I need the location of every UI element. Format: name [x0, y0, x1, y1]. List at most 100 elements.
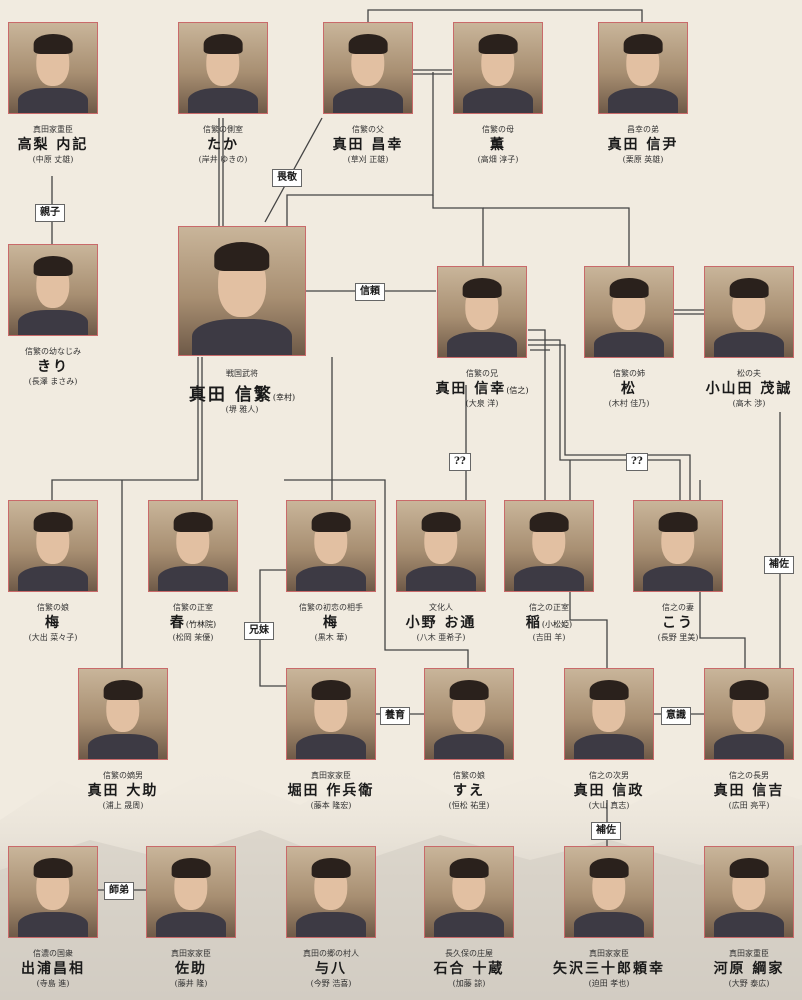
character-name-text: 春 [169, 615, 186, 631]
actor-name: (大出 菜々子) [28, 633, 78, 642]
character-alias: (竹林院) [185, 620, 217, 629]
portrait-icon [453, 22, 543, 114]
character-card-ina: 信之の正室稲(小松姫)(吉田 羊) [504, 500, 594, 654]
character-role: 信繁の兄 [466, 369, 498, 378]
actor-name: (高畑 淳子) [477, 155, 519, 164]
portrait-icon [323, 22, 413, 114]
character-role: 信之の次男 [589, 771, 629, 780]
character-card-nobutada: 昌幸の弟真田 信尹(栗原 英雄) [598, 22, 688, 176]
portrait-icon [8, 846, 98, 938]
relation-label: ?? [626, 453, 648, 471]
character-card-takanashi: 真田家重臣高梨 内記(中原 丈雄) [8, 22, 98, 176]
character-name: 佐助 [126, 958, 256, 978]
relation-label: 親子 [35, 204, 65, 222]
character-name: 春(竹林院) [128, 612, 258, 632]
character-name-text: 矢沢三十郎頼幸 [553, 961, 665, 977]
character-name-text: 真田 大助 [87, 783, 159, 799]
character-card-ume1: 信繁の娘梅(大出 菜々子) [8, 500, 98, 654]
character-role: 信繁の正室 [173, 603, 213, 612]
actor-name: (吉田 羊) [532, 633, 566, 642]
character-name-text: こう [662, 615, 694, 631]
character-name-text: 石合 十蔵 [433, 961, 505, 977]
portrait-icon [424, 846, 514, 938]
actor-name: (堺 雅人) [225, 405, 259, 414]
actor-name: (岸井 ゆきの) [198, 155, 248, 164]
portrait-icon [704, 668, 794, 760]
character-name-text: 梅 [323, 615, 339, 631]
relation-label: 補佐 [764, 556, 794, 574]
portrait-icon [8, 22, 98, 114]
portrait-icon [564, 668, 654, 760]
character-card-taka: 信繁の側室たか (岸井 ゆきの) [178, 22, 268, 176]
character-name: たか [158, 134, 288, 154]
portrait-icon [633, 500, 723, 592]
character-name-text: たか [207, 137, 239, 153]
character-role: 信繁の側室 [203, 125, 243, 134]
character-role: 真田家重臣 [729, 949, 769, 958]
portrait-icon [424, 668, 514, 760]
character-role: 真田家重臣 [33, 125, 73, 134]
actor-name: (浦上 晟周) [102, 801, 144, 810]
character-role: 信繁の母 [482, 125, 514, 134]
character-card-ishiai: 長久保の庄屋石合 十蔵 (加藤 諒) [424, 846, 514, 1000]
character-name: 真田 信政 [544, 780, 674, 800]
actor-name: (今野 浩喜) [310, 979, 352, 988]
actor-name: (長野 里美) [657, 633, 699, 642]
relation-label: 畏敬 [272, 169, 302, 187]
character-card-sasuke: 真田家家臣佐助(藤井 隆) [146, 846, 236, 1000]
actor-name: (高木 渉) [732, 399, 766, 408]
character-name: 真田 大助 [58, 780, 188, 800]
character-name-text: きり [37, 359, 69, 375]
character-name-text: 真田 昌幸 [332, 137, 404, 153]
character-card-masayuki: 信繁の父真田 昌幸(草刈 正雄) [323, 22, 413, 176]
character-role: 信繁の娘 [453, 771, 485, 780]
character-role: 真田家家臣 [171, 949, 211, 958]
character-card-kaoru: 信繁の母薫(高畑 淳子) [453, 22, 543, 176]
character-name: 河原 綱家 [684, 958, 802, 978]
actor-name: (迫田 孝也) [588, 979, 630, 988]
character-name-text: すえ [453, 783, 485, 799]
relation-label: 養育 [380, 707, 410, 725]
character-name: 松 [564, 378, 694, 398]
character-name-text: 真田 信幸 [435, 381, 507, 397]
character-name: 堀田 作兵衛 [266, 780, 396, 800]
character-card-haru: 信繁の正室春(竹林院)(松岡 茉優) [148, 500, 238, 654]
portrait-icon [504, 500, 594, 592]
relation-label: 師弟 [104, 882, 134, 900]
actor-name: (中原 丈雄) [32, 155, 74, 164]
character-name-text: 河原 綱家 [713, 961, 785, 977]
character-name: 小野 お通 [376, 612, 506, 632]
character-name: 与八 [266, 958, 396, 978]
actor-name: (恒松 祐里) [448, 801, 490, 810]
character-role: 信繁の父 [352, 125, 384, 134]
actor-name: (加藤 諒) [452, 979, 486, 988]
character-card-matsu: 信繁の姉松(木村 佳乃) [584, 266, 674, 420]
character-name-text: 与八 [315, 961, 347, 977]
character-name-text: 松 [621, 381, 637, 397]
character-name-text: 出浦昌相 [21, 961, 85, 977]
character-role: 信之の正室 [529, 603, 569, 612]
character-role: 信繁の嫡男 [103, 771, 143, 780]
character-name-text: 真田 信吉 [713, 783, 785, 799]
character-name-text: 真田 信政 [573, 783, 645, 799]
portrait-icon [437, 266, 527, 358]
character-card-nobumasa: 信之の次男真田 信政(大山 真志) [564, 668, 654, 822]
character-card-ume2: 信繁の初恋の相手梅(黒木 華) [286, 500, 376, 654]
character-name-text: 稲 [525, 615, 542, 631]
character-name: こう [613, 612, 743, 632]
relation-label: 信頼 [355, 283, 385, 301]
portrait-icon [8, 244, 98, 336]
character-role: 信繁の姉 [613, 369, 645, 378]
character-name-text: 小野 お通 [405, 615, 477, 631]
character-name-text: 堀田 作兵衛 [287, 783, 375, 799]
character-role: 長久保の庄屋 [445, 949, 493, 958]
character-name-text: 小山田 茂誠 [705, 381, 793, 397]
portrait-icon [148, 500, 238, 592]
character-name: 石合 十蔵 [404, 958, 534, 978]
portrait-icon [704, 846, 794, 938]
character-name: 真田 信尹 [578, 134, 708, 154]
character-card-kawahara: 真田家重臣河原 綱家(大野 泰広) [704, 846, 794, 1000]
character-card-oyamada: 松の夫小山田 茂誠(高木 渉) [704, 266, 794, 420]
character-name-text: 佐助 [175, 961, 207, 977]
portrait-icon [8, 500, 98, 592]
